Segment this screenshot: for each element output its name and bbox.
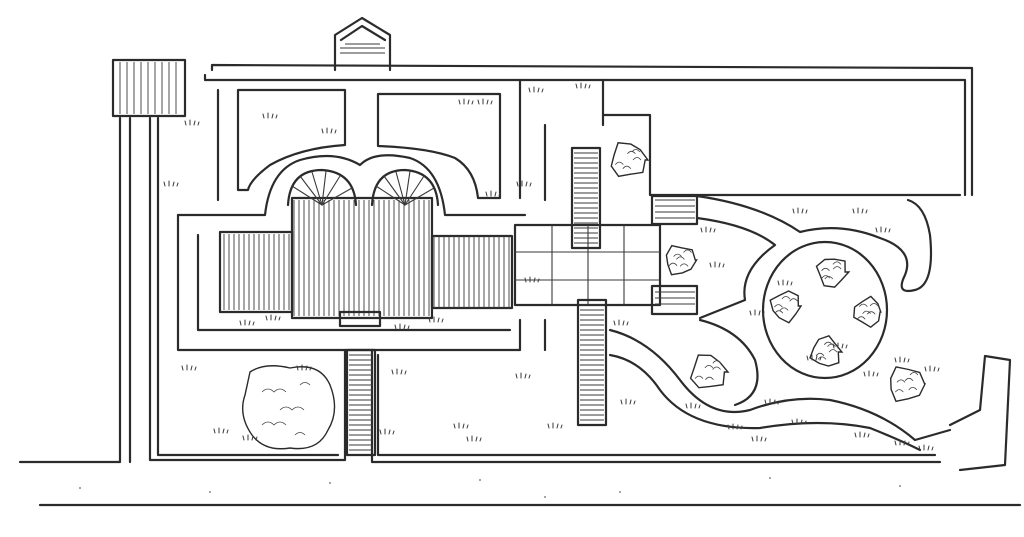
grass-tuft (184, 119, 200, 126)
grass-tuft (524, 276, 540, 283)
grass-tuft (806, 354, 822, 361)
grass-tuft (852, 207, 868, 214)
tree-clump (809, 334, 844, 367)
corner-tower (111, 58, 187, 118)
path-gravel (79, 477, 901, 498)
grass-tuft (466, 435, 482, 442)
grass-tuft (262, 112, 278, 119)
grass-tufts (163, 82, 940, 451)
grass-tuft (515, 372, 531, 379)
grass-tuft (777, 279, 793, 286)
tree-clump (665, 244, 698, 276)
grass-tuft (727, 423, 743, 430)
upper-lawn-right (518, 78, 962, 202)
garden-paths (608, 194, 952, 452)
grass-tuft (485, 190, 501, 197)
grass-tuft (764, 398, 780, 405)
grass-tuft (477, 98, 493, 105)
paved-court (513, 223, 662, 307)
tree-clump (689, 354, 730, 389)
tree-clumps (610, 142, 927, 403)
gate-pavilion (333, 16, 392, 72)
grass-tuft (613, 319, 629, 326)
boundary-wall (18, 63, 1022, 507)
staircase-south (345, 348, 377, 457)
tree-clump (769, 290, 803, 324)
grass-tuft (863, 370, 879, 377)
grass-tuft (749, 309, 765, 316)
grass-tuft (242, 434, 258, 441)
upper-parterre-right (376, 92, 502, 200)
grass-tuft (379, 428, 395, 435)
terrace-surround (176, 154, 547, 352)
grass-tuft (453, 422, 469, 429)
staircase-lower (576, 298, 608, 427)
grass-tuft (894, 439, 910, 446)
grass-tuft (213, 427, 229, 434)
grass-tuft (832, 342, 848, 349)
grass-tuft (296, 364, 312, 371)
grass-tuft (791, 418, 807, 425)
grass-tuft (394, 323, 410, 330)
grass-tuft (575, 82, 591, 89)
grass-tuft (918, 444, 934, 451)
grass-tuft (751, 435, 767, 442)
grass-tuft (321, 127, 337, 134)
grass-tuft (620, 398, 636, 405)
steps-landing (650, 194, 699, 316)
grass-tuft (528, 86, 544, 93)
grass-tuft (709, 261, 725, 268)
grass-tuft (428, 316, 444, 323)
central-pavilion (218, 168, 514, 328)
grass-tuft (792, 207, 808, 214)
grass-tuft (547, 422, 563, 429)
grass-tuft (924, 365, 940, 372)
grass-tuft (163, 180, 179, 187)
grass-tuft (391, 368, 407, 375)
tree-clump (815, 258, 851, 288)
grass-tuft (894, 356, 910, 363)
grass-tuft (181, 364, 197, 371)
grass-tuft (239, 319, 255, 326)
grass-tuft (700, 226, 716, 233)
grass-tuft (265, 314, 281, 321)
shrub-large (242, 365, 336, 450)
tree-clump (610, 142, 650, 178)
staircase-upper (570, 146, 602, 250)
grass-tuft (458, 98, 474, 105)
upper-parterre-left (216, 88, 347, 202)
grass-tuft (685, 402, 701, 409)
grass-tuft (516, 180, 532, 187)
grass-tuft (875, 226, 891, 233)
grass-tuft (854, 431, 870, 438)
tree-clump (853, 295, 882, 329)
tree-clump (889, 366, 927, 403)
